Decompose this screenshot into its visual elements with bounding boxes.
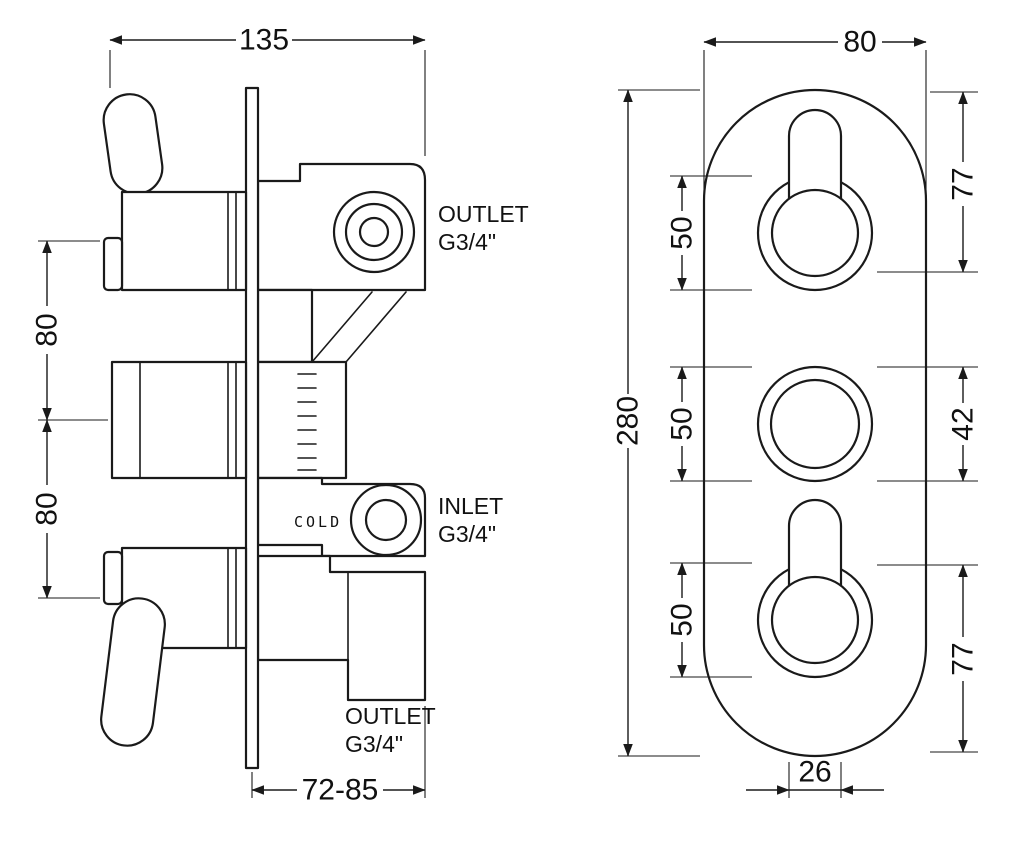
middle-handle-body (110, 360, 248, 480)
dim-50-middle: 50 (666, 366, 752, 482)
top-handle-lever (102, 93, 164, 195)
top-handle-body (120, 190, 248, 292)
port-labels: OUTLET G3/4" INLET G3/4" OUTLET G3/4" CO… (294, 201, 529, 757)
wall-plate (244, 86, 260, 770)
dim-50-bot-text: 50 (666, 603, 699, 636)
inlet-label-line2: G3/4" (438, 521, 496, 547)
dim-135-text: 135 (239, 24, 289, 57)
dim-77-bot-text: 77 (947, 642, 980, 675)
front-view (702, 88, 928, 758)
top-knob-inner (770, 188, 860, 278)
dim-42: 42 (877, 366, 980, 482)
bottom-handle-lever (100, 597, 166, 747)
pipe-detail-line (311, 291, 373, 363)
mid-connector-block (256, 288, 314, 364)
bottom-handle-hub (102, 550, 124, 606)
outlet-bottom-label-line1: OUTLET (345, 703, 436, 729)
inlet-port-inner (364, 498, 408, 542)
dim-72-85: 72-85 (251, 706, 426, 807)
thermostat-block (256, 360, 348, 480)
outlet-bottom-label-line2: G3/4" (345, 731, 403, 757)
dim-50-top-text: 50 (666, 216, 699, 249)
thread-ticks (297, 373, 317, 471)
dim-72-85-text: 72-85 (302, 774, 379, 807)
pipe-detail-line (345, 291, 407, 363)
dim-80-lower: 80 (31, 419, 64, 599)
dim-80-front: 80 (703, 26, 927, 196)
dim-77-bottom: 77 (877, 564, 980, 753)
dim-77-top-text: 77 (947, 167, 980, 200)
outlet-top-label-line2: G3/4" (438, 229, 496, 255)
dim-77-top: 77 (877, 91, 980, 273)
side-view (100, 86, 427, 770)
dim-80-front-text: 80 (843, 26, 876, 59)
dim-80-upper: 80 (31, 240, 108, 599)
top-handle-hub (102, 236, 124, 292)
middle-knob-inner (769, 378, 861, 470)
dim-280: 280 (612, 89, 700, 757)
bottom-knob-inner (770, 575, 860, 665)
outlet-top-label-line1: OUTLET (438, 201, 529, 227)
cold-marking-label: COLD (294, 513, 342, 531)
dim-50-bottom: 50 (666, 562, 752, 678)
dim-50-top: 50 (666, 175, 752, 291)
dim-80-upper-text: 80 (31, 313, 64, 346)
dim-42-text: 42 (947, 407, 980, 440)
outlet-top-port-inner (358, 216, 390, 248)
dim-280-text: 280 (612, 396, 645, 446)
outlet-bottom-block (256, 554, 427, 702)
dim-50-mid-text: 50 (666, 407, 699, 440)
inlet-label-line1: INLET (438, 493, 503, 519)
dim-26: 26 (746, 756, 884, 798)
dim-80-lower-text: 80 (31, 492, 64, 525)
dim-135: 135 (109, 24, 426, 156)
dim-26-text: 26 (798, 756, 831, 789)
